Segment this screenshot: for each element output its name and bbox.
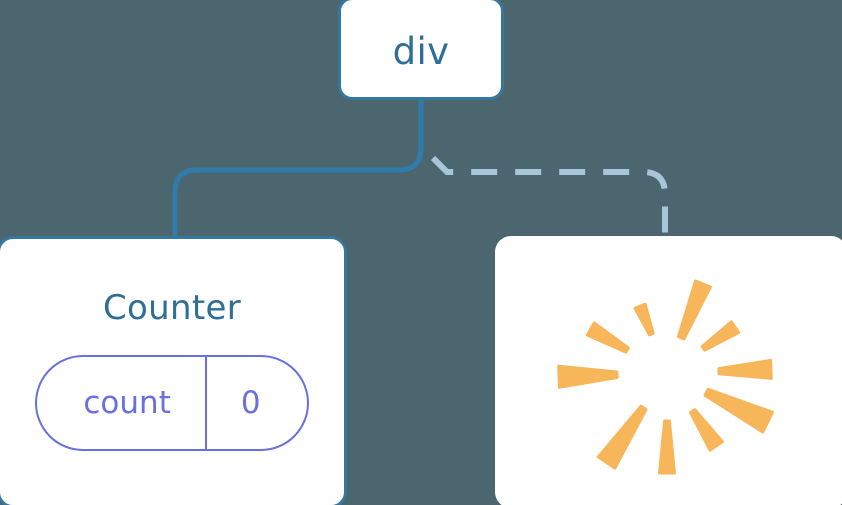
sparkle-ray-5: [658, 419, 676, 475]
sparkle-ray-group: [557, 279, 774, 475]
node-sparkle[interactable]: [495, 236, 842, 505]
state-value-label: 0: [240, 384, 261, 421]
sparkle-burst-icon: [557, 279, 774, 475]
sparkle-ray-4: [689, 408, 724, 452]
edge-div-to-sparkle: [430, 155, 668, 240]
sparkle-ray-3: [703, 387, 774, 434]
sparkle-ray-7: [557, 364, 619, 389]
sparkle-ray-6: [596, 404, 648, 470]
state-divider: [204, 357, 207, 449]
sparkle-ray-9: [633, 302, 655, 337]
edge-div-to-counter: [172, 100, 424, 238]
node-counter-title: Counter: [103, 288, 241, 328]
node-div-label: div: [392, 30, 450, 73]
node-counter[interactable]: Counter count 0: [0, 236, 347, 505]
sparkle-ray-1: [700, 320, 741, 352]
node-div[interactable]: div: [338, 0, 504, 100]
sparkle-ray-2: [717, 358, 773, 380]
sparkle-ray-0: [676, 279, 712, 341]
state-pill-count[interactable]: count 0: [35, 355, 309, 451]
state-key-label: count: [83, 384, 171, 421]
sparkle-ray-8: [585, 321, 630, 354]
